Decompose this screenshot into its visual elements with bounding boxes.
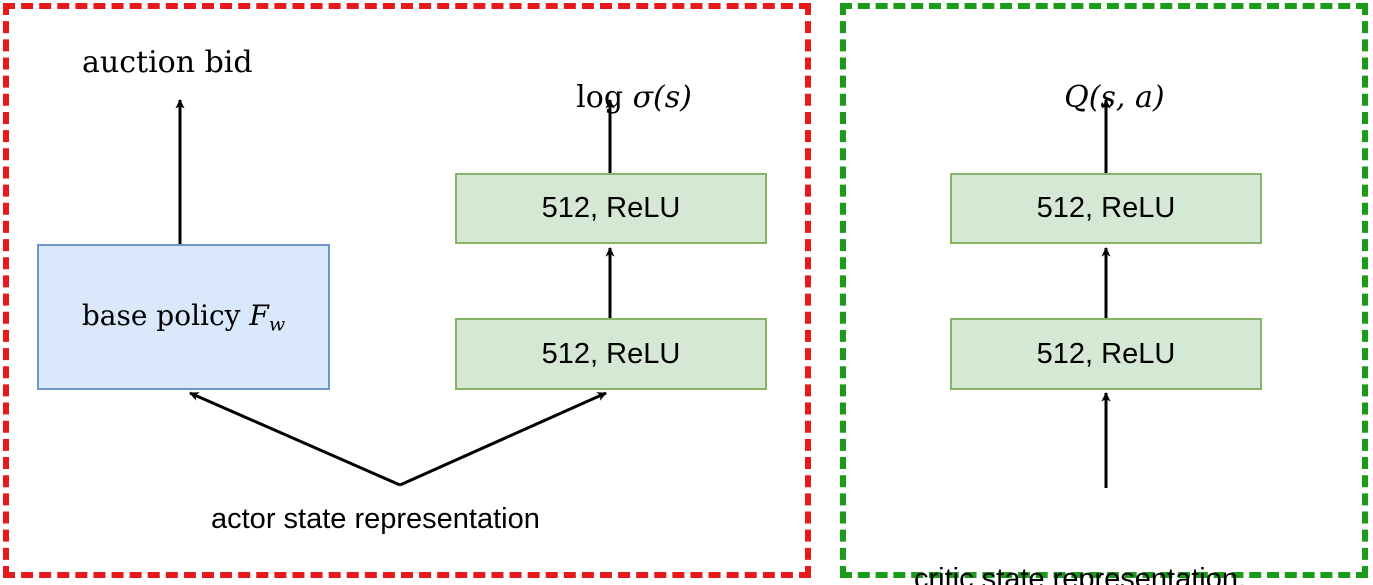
critic-hidden-layer-top[interactable]: 512, ReLU [950, 173, 1262, 244]
actor-hidden-layer-bottom-label: 512, ReLU [541, 337, 681, 370]
actor-hidden-layer-bottom[interactable]: 512, ReLU [455, 318, 767, 390]
base-policy-label: base policy Fw [82, 299, 285, 335]
log-sigma-argument: (s) [653, 80, 692, 115]
critic-hidden-layer-top-label: 512, ReLU [1036, 192, 1176, 224]
log-text: log [576, 80, 633, 115]
critic-network-panel [840, 3, 1368, 578]
base-policy-box[interactable]: base policy Fw [37, 244, 330, 390]
base-policy-subscript: w [268, 313, 286, 336]
base-policy-symbol: F [249, 298, 269, 332]
critic-input-line-1: critic state representation, [914, 563, 1247, 585]
actor-network-panel [3, 3, 811, 578]
output-label-auction-bid: auction bid [82, 45, 253, 80]
q-symbol: Q [1064, 80, 1089, 115]
critic-hidden-layer-bottom[interactable]: 512, ReLU [950, 318, 1262, 390]
output-label-q-value: Q(s, a) [1026, 45, 1165, 150]
q-arguments: (s, a) [1088, 80, 1165, 115]
critic-state-representation-label: critic state representation, action [914, 492, 1246, 585]
sigma-symbol: σ [632, 80, 654, 115]
actor-hidden-layer-top[interactable]: 512, ReLU [455, 173, 767, 244]
output-label-log-sigma: log σ(s) [538, 45, 692, 150]
base-policy-text: base policy [81, 298, 250, 332]
actor-hidden-layer-top-label: 512, ReLU [541, 192, 681, 224]
actor-state-representation-label: actor state representation [211, 503, 540, 535]
critic-hidden-layer-bottom-label: 512, ReLU [1036, 337, 1176, 370]
